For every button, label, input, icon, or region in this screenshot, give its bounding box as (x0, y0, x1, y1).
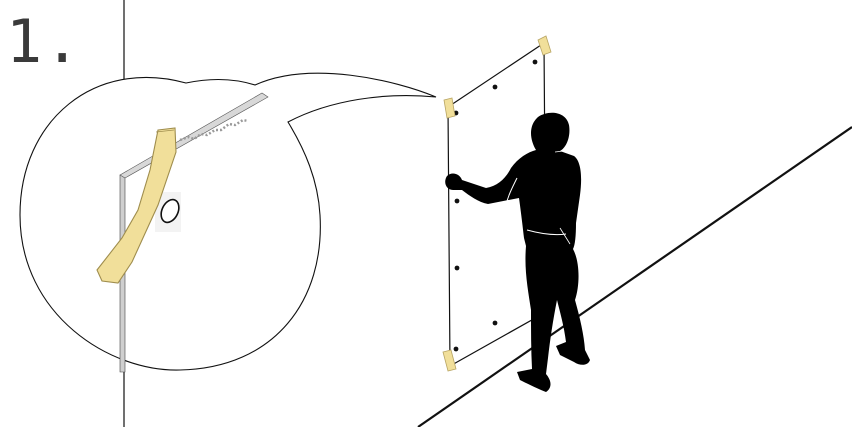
floor-line (417, 126, 852, 427)
corner-tape (442, 35, 552, 372)
step-number: 1. (6, 7, 83, 77)
panel-screw-dots (453, 59, 538, 352)
person-silhouette-icon (445, 112, 590, 393)
masking-tape-icon (96, 127, 177, 284)
wall-panel (442, 35, 552, 372)
